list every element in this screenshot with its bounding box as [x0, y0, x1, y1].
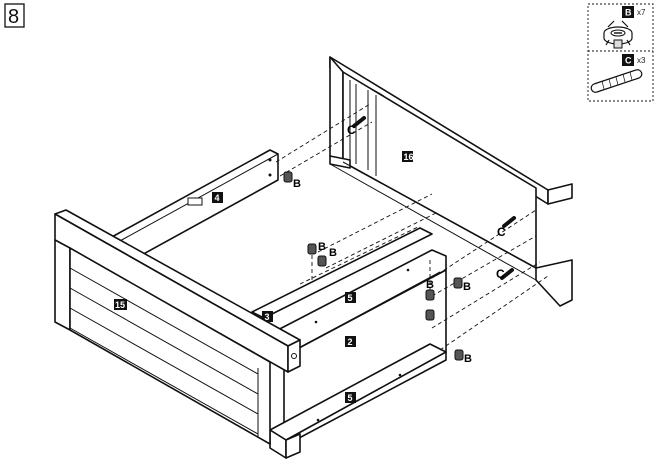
step-number: 8 — [8, 6, 19, 28]
rail-5-bottom-label: 5 — [345, 392, 356, 403]
rail-3-label: 3 — [262, 311, 273, 322]
cam-fitting-icon — [454, 349, 464, 361]
bottom-board-2: 2 5 5 — [269, 249, 447, 459]
board-2-label: 2 — [345, 336, 356, 347]
callout-c: C — [497, 225, 506, 239]
dowel-icon — [502, 216, 516, 228]
callout-b: B — [463, 281, 471, 293]
rail-3-number: 3 — [265, 312, 270, 322]
panel-16-label: 16 — [402, 151, 414, 162]
callout-c: C — [496, 267, 505, 281]
panel-16-number: 16 — [404, 152, 414, 162]
dowel-icon — [352, 116, 366, 128]
legend-c-quantity: x3 — [637, 56, 646, 65]
panel-15-front: 15 — [54, 209, 301, 445]
board-2-number: 2 — [348, 337, 353, 347]
panel-4-number: 4 — [215, 193, 220, 203]
rail-5-top-number: 5 — [348, 293, 353, 303]
callout-b: B — [318, 241, 326, 253]
cam-lock-fitting-icon — [603, 20, 633, 49]
panel-16-back: 16 — [329, 56, 573, 307]
panel-4-label: 4 — [212, 192, 223, 203]
wooden-dowel-icon — [590, 69, 643, 93]
callout-b: B — [329, 247, 337, 259]
dowel-icon — [500, 268, 514, 280]
cam-fitting-icon — [425, 289, 435, 301]
legend-c-letter: C — [625, 56, 632, 66]
cam-fitting-icon — [425, 309, 435, 321]
callout-b: B — [464, 353, 472, 365]
callout-b: B — [426, 279, 434, 291]
callout-c: C — [347, 123, 356, 137]
panel-15-label: 15 — [114, 299, 127, 310]
legend-b-letter: B — [625, 8, 632, 18]
dowels — [352, 116, 516, 280]
hardware-legend: B x7 C x3 — [587, 3, 654, 102]
cam-fitting-icon — [283, 171, 293, 183]
panel-15-number: 15 — [115, 300, 125, 310]
assembly-guide-lines — [275, 103, 549, 351]
rail-3: 3 — [251, 227, 433, 322]
callout-b: B — [293, 178, 301, 190]
cam-fitting-icon — [453, 277, 463, 289]
rail-5-top-label: 5 — [345, 292, 356, 303]
cam-fittings — [283, 171, 464, 361]
legend-b-quantity: x7 — [637, 8, 646, 17]
cam-fitting-icon — [307, 243, 317, 255]
rail-5-bottom-number: 5 — [348, 393, 353, 403]
cam-fitting-icon — [317, 255, 327, 267]
step-number-box: 8 — [4, 3, 25, 28]
callout-labels: B B B B B B C C C — [293, 123, 506, 365]
